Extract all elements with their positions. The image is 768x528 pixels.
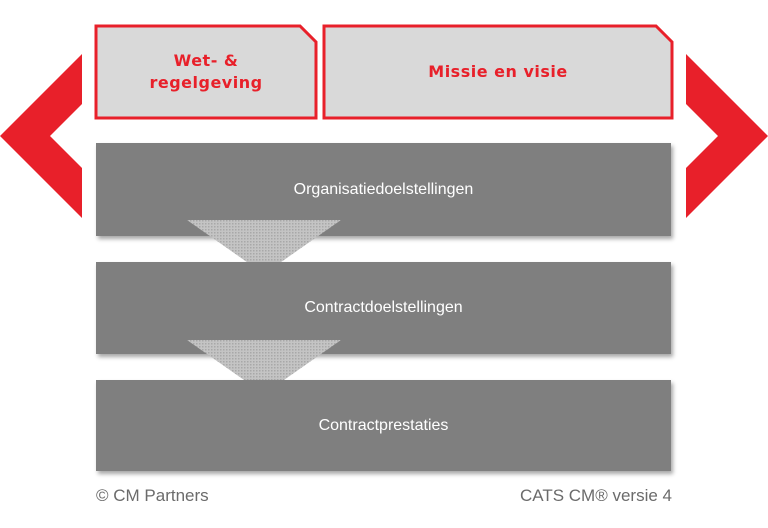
law-regulation-tab: Wet- & regelgeving <box>94 24 318 120</box>
law-regulation-label: Wet- & regelgeving <box>149 51 263 92</box>
tab-shape <box>94 24 318 120</box>
copyright-text: © CM Partners <box>96 486 209 505</box>
contract-performance-box: Contractprestaties <box>96 380 671 471</box>
contract-performance-label: Contractprestaties <box>318 416 449 434</box>
version-text: CATS CM® versie 4 <box>519 486 672 505</box>
mission-vision-tab: Missie en visie <box>322 24 674 120</box>
organization-objectives-label: Organisatiedoelstellingen <box>293 180 474 198</box>
mission-vision-label: Missie en visie <box>428 62 568 81</box>
contract-objectives-box: Contractdoelstellingen <box>96 262 671 354</box>
tab-shape <box>322 24 674 120</box>
contract-objectives-label: Contractdoelstellingen <box>304 299 463 316</box>
left-arrow-icon <box>0 54 82 218</box>
down-chevron-icon <box>187 340 341 394</box>
organization-objectives-box: Organisatiedoelstellingen <box>96 143 671 236</box>
right-arrow-icon <box>686 54 768 218</box>
down-chevron-icon <box>187 220 341 274</box>
